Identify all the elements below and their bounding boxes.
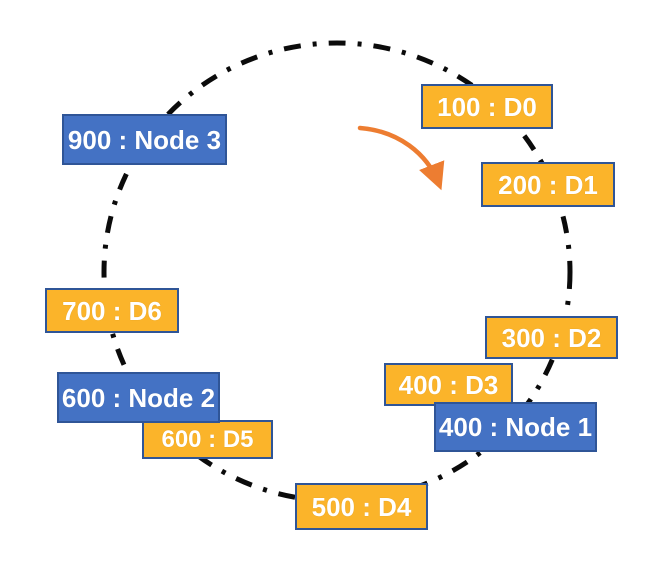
- ring-entry-100-d0: 100 : D0: [421, 84, 553, 129]
- ring-entry-500-d4: 500 : D4: [295, 483, 428, 530]
- clockwise-arrow-icon: [357, 125, 445, 191]
- ring-entry-600-d5: 600 : D5: [142, 420, 273, 459]
- ring-entry-400-d3: 400 : D3: [384, 363, 513, 406]
- ring-entry-600-node-2: 600 : Node 2: [57, 372, 220, 423]
- ring-entry-900-node-3: 900 : Node 3: [62, 114, 227, 165]
- ring-entry-300-d2: 300 : D2: [485, 316, 618, 359]
- ring-entry-700-d6: 700 : D6: [45, 288, 179, 333]
- ring-entry-200-d1: 200 : D1: [481, 162, 615, 207]
- ring-entry-400-node-1: 400 : Node 1: [434, 402, 597, 452]
